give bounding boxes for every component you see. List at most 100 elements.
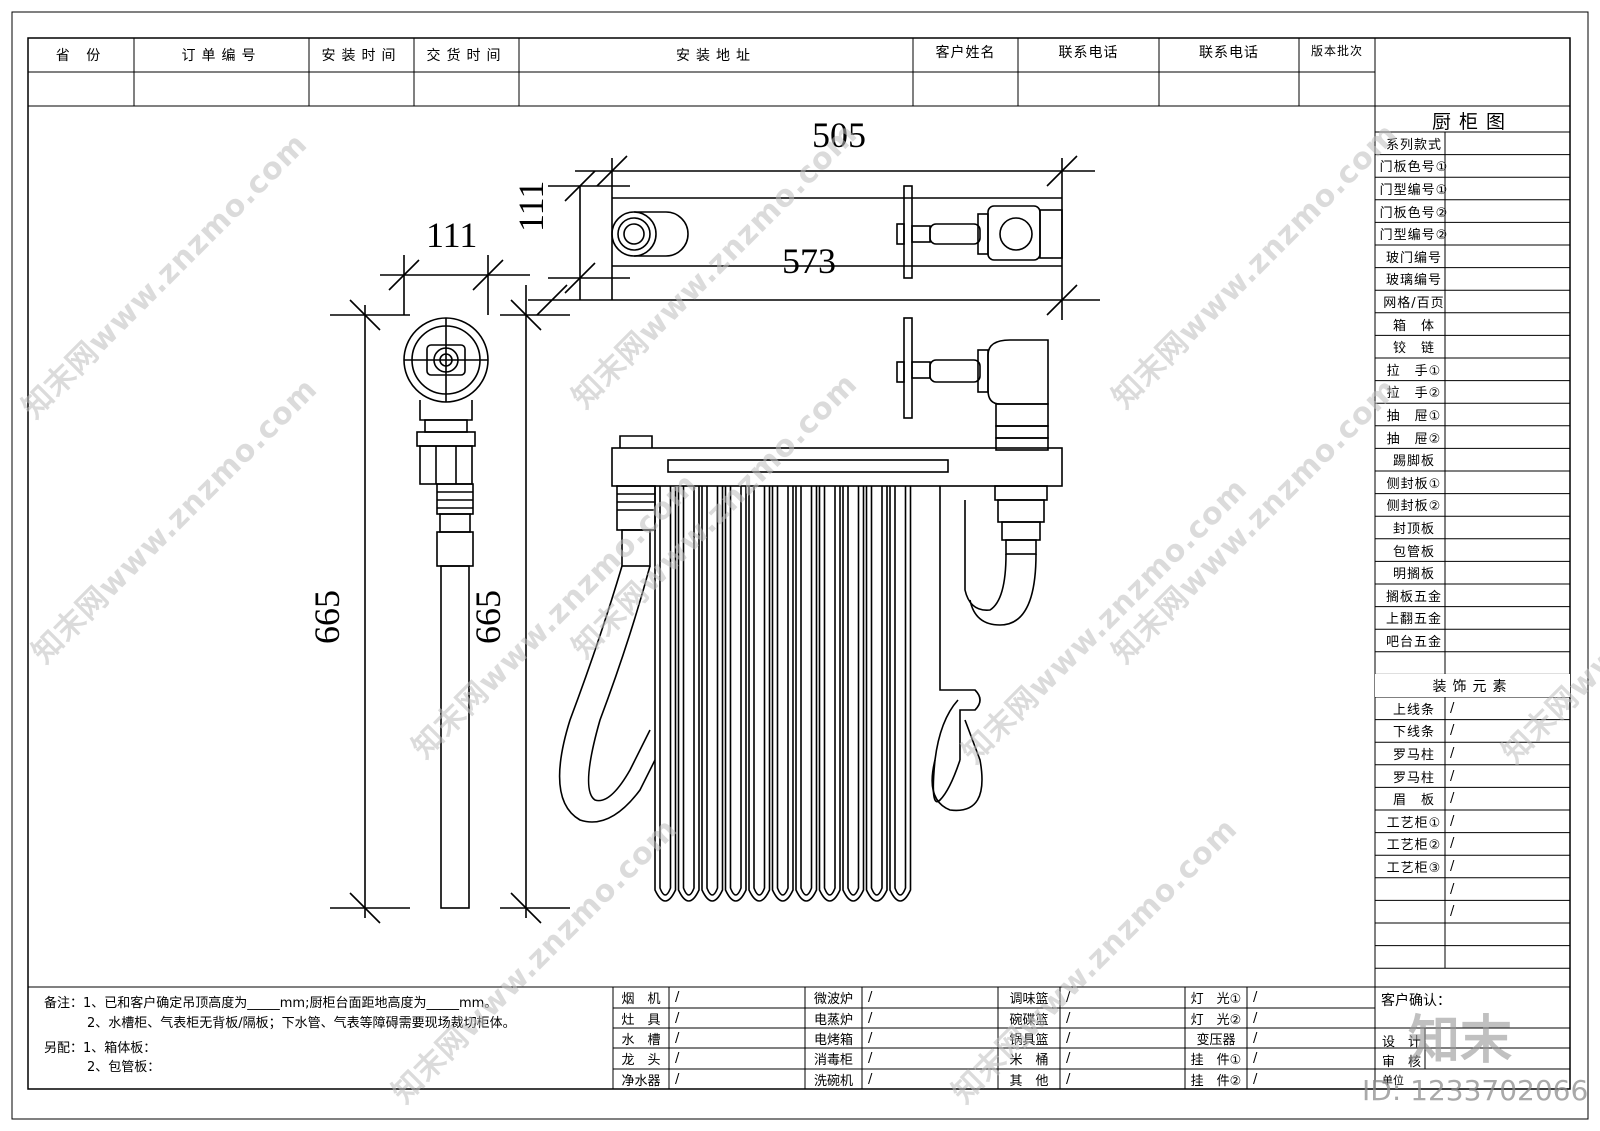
header-cell-4: 安装地址 [676, 48, 756, 64]
appliance-label: 洗碗机 [813, 1073, 853, 1089]
side-item-value: / [1450, 723, 1455, 739]
side-item-label: 吧台五金 [1385, 634, 1442, 650]
note-line-3: 另配：1、箱体板： [44, 1041, 157, 1056]
appliance-label: 微波炉 [813, 991, 853, 1007]
appliance-value: / [1066, 1071, 1071, 1087]
side-item-label: 罗马柱 [1392, 770, 1435, 786]
side-item-label: 工艺柜③ [1386, 860, 1442, 876]
header-cell-6: 联系电话 [1058, 45, 1119, 61]
appliance-label: 其 他 [1009, 1073, 1049, 1089]
side-item-value: / [1450, 881, 1455, 897]
appliance-label: 净水器 [621, 1073, 661, 1089]
appliance-value: / [1253, 989, 1258, 1005]
appliance-value: / [1253, 1050, 1258, 1066]
side-item-label: 拉 手① [1386, 363, 1442, 379]
side-item-label: 拉 手② [1386, 386, 1442, 402]
watermark-logo: 知末 [1408, 1011, 1513, 1071]
dim-573: 573 [782, 241, 836, 281]
appliance-value: / [675, 989, 680, 1005]
header-cell-1: 订单编号 [181, 48, 262, 64]
side-item-label: 箱 体 [1392, 318, 1435, 334]
side-item-label: 下线条 [1392, 725, 1435, 741]
side-item-label: 踢脚板 [1392, 454, 1435, 470]
header-cell-8: 版本批次 [1310, 44, 1363, 58]
appliance-label: 水 槽 [621, 1032, 661, 1048]
side-item-value: / [1450, 813, 1455, 829]
side-item-label: 封顶板 [1392, 521, 1435, 537]
appliance-label: 消毒柜 [813, 1052, 853, 1068]
side-item-label: 明搁板 [1392, 567, 1435, 583]
header-cell-2: 安装时间 [321, 48, 402, 64]
appliance-label: 灯 光② [1190, 1012, 1242, 1028]
dim-665-left: 665 [307, 590, 347, 644]
appliance-value: / [1253, 1030, 1258, 1046]
side-item-label: 工艺柜② [1386, 838, 1442, 854]
unit-label: 单位 [1382, 1074, 1404, 1087]
appliance-label: 米 桶 [1009, 1052, 1049, 1068]
appliance-label: 龙 头 [621, 1052, 661, 1068]
side-item-label [1381, 878, 1447, 901]
appliance-label: 挂 件② [1190, 1073, 1242, 1089]
appliance-value: / [1253, 1010, 1258, 1026]
side-item-label: 侧封板① [1386, 476, 1442, 492]
side-item-label: 上线条 [1392, 702, 1435, 718]
customer-confirm: 客户确认： [1381, 993, 1451, 1009]
side-item-label: 门型编号① [1379, 182, 1449, 198]
appliance-value: / [675, 1050, 680, 1066]
side-item-label: 搁板五金 [1385, 589, 1442, 605]
side-item-label: 玻门编号 [1385, 250, 1442, 266]
side-item-label: 网格/百页 [1383, 295, 1445, 311]
side-item-label: 侧封板② [1386, 499, 1442, 515]
side-item-label: 抽 屉② [1386, 431, 1442, 447]
side-item-label: 铰 链 [1392, 341, 1435, 357]
side-item-label: 门板色号① [1379, 160, 1449, 176]
review-label: 审 核 [1382, 1055, 1422, 1070]
side-item-label: 罗马柱 [1392, 747, 1435, 763]
appliance-value: / [1066, 1010, 1071, 1026]
appliance-value: / [675, 1030, 680, 1046]
dim-111-horizontal: 111 [426, 215, 478, 255]
appliance-value: / [1066, 1030, 1071, 1046]
appliance-value: / [675, 1071, 680, 1087]
header-cell-7: 联系电话 [1199, 45, 1259, 61]
appliance-label: 挂 件① [1190, 1052, 1242, 1068]
note-line-1: 备注：1、已和客户确定吊顶高度为_____mm;厨柜台面距地高度为_____mm… [44, 996, 498, 1011]
dim-111-vertical: 111 [511, 180, 551, 232]
note-line-4: 2、包管板： [87, 1060, 161, 1075]
appliance-value: / [1253, 1071, 1258, 1087]
appliance-label: 烟 机 [621, 991, 661, 1007]
appliance-value: / [868, 1071, 873, 1087]
decor-title: 装饰元素 [1375, 674, 1570, 697]
appliance-label: 灶 具 [621, 1012, 661, 1028]
appliance-value: / [1066, 989, 1071, 1005]
side-item-value: / [1450, 768, 1455, 784]
appliance-value: / [868, 989, 873, 1005]
side-item-value: / [1450, 700, 1455, 716]
appliance-value: / [868, 1030, 873, 1046]
appliance-value: / [868, 1050, 873, 1066]
side-item-label: 包管板 [1392, 544, 1435, 560]
header-cell-0: 省 份 [55, 48, 107, 64]
side-item-label: 玻璃编号 [1385, 273, 1442, 289]
side-item-value: / [1450, 858, 1455, 874]
appliance-label: 调味篮 [1009, 991, 1049, 1007]
appliance-label: 锅具篮 [1009, 1032, 1049, 1048]
side-item-label: 抽 屉① [1386, 408, 1442, 424]
side-item-value: / [1450, 745, 1455, 761]
dim-665-right: 665 [468, 590, 508, 644]
appliance-value: / [868, 1010, 873, 1026]
side-item-label: 门板色号② [1379, 205, 1449, 221]
side-item-value: / [1450, 904, 1455, 920]
side-title: 厨柜图 [1431, 110, 1513, 133]
watermark-id: ID: 1233702066 [1362, 1074, 1589, 1107]
side-item-value: / [1450, 791, 1455, 807]
side-item-label [1381, 900, 1447, 923]
faucet-drawing [330, 155, 1100, 924]
design-label: 设 计 [1382, 1035, 1422, 1050]
side-item-label: 眉 板 [1392, 793, 1435, 809]
appliance-label: 灯 光① [1190, 991, 1242, 1007]
appliance-label: 变压器 [1196, 1032, 1236, 1048]
side-item-label: 系列款式 [1385, 137, 1442, 153]
side-item-label: 工艺柜① [1386, 815, 1442, 831]
